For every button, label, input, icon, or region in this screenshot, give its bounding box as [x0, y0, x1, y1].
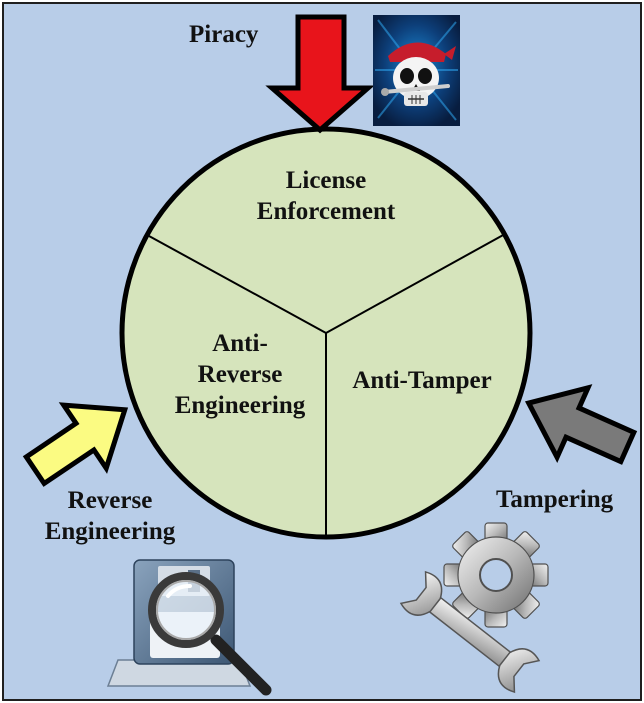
- license-enforcement-label: License Enforcement: [256, 167, 396, 225]
- sector-divider-left: [148, 235, 327, 334]
- tampering-arrow: [524, 384, 638, 465]
- anti-reverse-engineering-label: Anti- Reverse Engineering: [174, 330, 306, 419]
- floppy-disk-magnifier-icon: [106, 559, 272, 696]
- reverse-engineering-arrow: [22, 402, 129, 487]
- sector-divider-right: [325, 233, 506, 334]
- piracy-label: Piracy: [189, 21, 259, 48]
- reverse-engineering-label: Reverse Engineering: [44, 487, 176, 545]
- piracy-arrow: [265, 14, 375, 134]
- anti-tamper-label: Anti-Tamper: [352, 367, 492, 394]
- tampering-label: Tampering: [496, 486, 614, 513]
- pirate-skull-icon: [373, 15, 460, 126]
- gear-wrench-icon: [399, 522, 549, 694]
